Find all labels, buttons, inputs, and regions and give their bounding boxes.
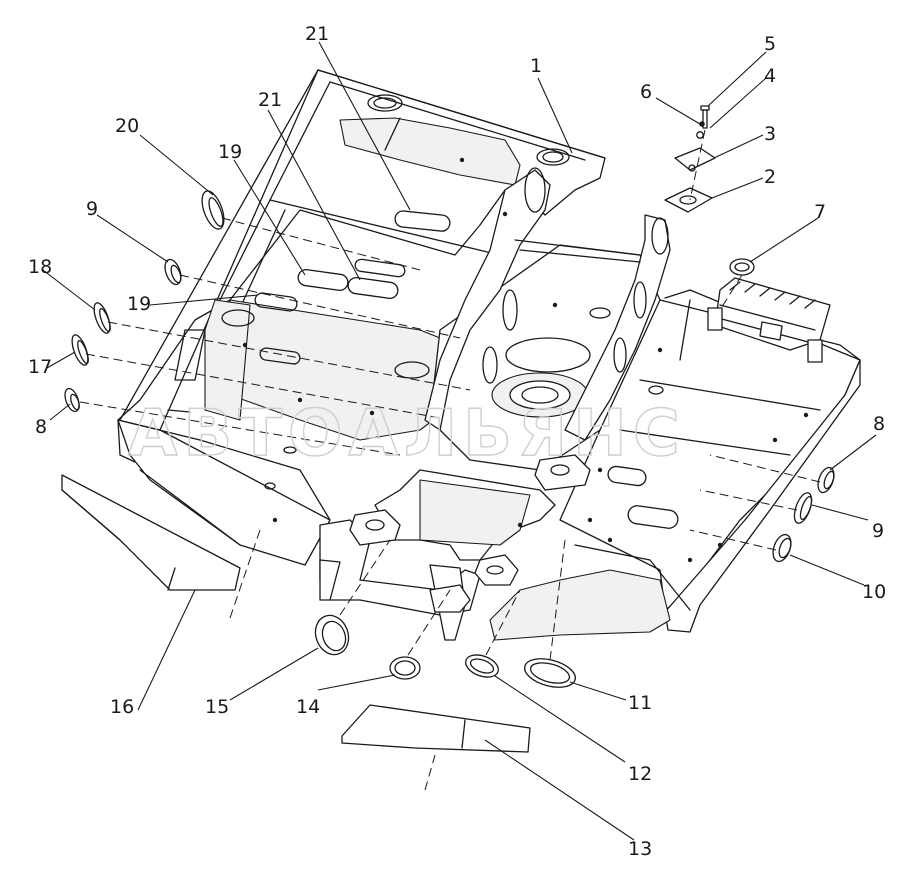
callout-17: 17 (28, 356, 52, 378)
cover-panels (61, 474, 531, 753)
callout-8-right: 8 (873, 413, 885, 435)
callout-5: 5 (764, 33, 776, 55)
callout-13: 13 (628, 838, 652, 860)
callout-4: 4 (764, 65, 776, 87)
cover-plate-parts (664, 105, 716, 213)
callout-8-left: 8 (35, 416, 47, 438)
callout-9-left: 9 (86, 198, 98, 220)
bolt-dots (242, 157, 809, 563)
callout-7: 7 (814, 201, 826, 223)
callout-3: 3 (764, 123, 776, 145)
callout-18: 18 (28, 256, 52, 278)
callout-2: 2 (764, 166, 776, 188)
assembly-lines (79, 217, 821, 791)
callout-12: 12 (628, 763, 652, 785)
callout-21-mid: 21 (258, 89, 282, 111)
callout-10: 10 (862, 581, 886, 603)
callout-16: 16 (110, 696, 134, 718)
step-assembly (707, 277, 831, 363)
callout-19-top: 19 (218, 141, 242, 163)
lower-frame (117, 69, 861, 641)
callout-15: 15 (205, 696, 229, 718)
callout-21-top: 21 (305, 23, 329, 45)
leader-lines (42, 41, 877, 841)
callout-19-left: 19 (127, 293, 151, 315)
callout-20: 20 (115, 115, 139, 137)
callout-11: 11 (628, 692, 652, 714)
callout-14: 14 (296, 696, 320, 718)
callout-6: 6 (640, 81, 652, 103)
callout-9-right: 9 (872, 520, 884, 542)
callout-1: 1 (530, 55, 542, 77)
callout-labels: 1 2 3 4 5 6 7 8 8 9 9 10 11 12 13 14 15 … (28, 23, 886, 860)
watermark-text: АВТОАЛЬЯНС (128, 397, 686, 471)
